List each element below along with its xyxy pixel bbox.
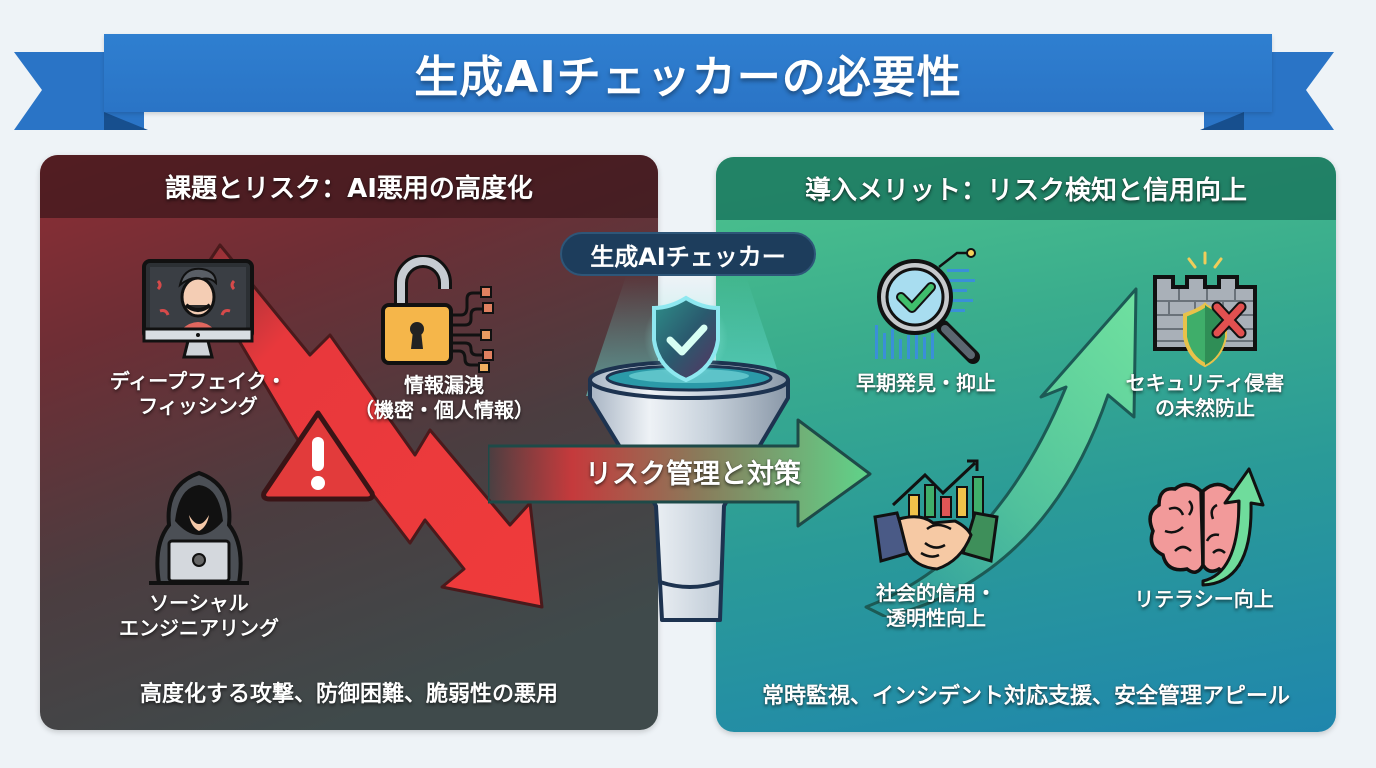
risk-panel-footer: 高度化する攻撃、防御困難、脆弱性の悪用 [139,682,558,707]
benefit-item-label: 早期発見・抑止 [856,371,996,395]
risk-item-label: ディープフェイク・ フィッシング [109,369,287,418]
benefit-item-label: セキュリティ侵害 の未然防止 [1125,371,1285,420]
title-ribbon: 生成AIチェッカーの必要性 [104,34,1272,112]
risk-panel-header: 課題とリスク：AI悪用の高度化 [40,155,658,218]
magnifier-check-icon [875,248,980,364]
page-title: 生成AIチェッカーの必要性 [414,52,962,103]
benefit-item-breach-prevention: セキュリティ侵害 の未然防止 [1100,245,1310,421]
flow-arrow-label: リスク管理と対策 [585,459,801,490]
risk-item-label: ソーシャル エンジニアリング [119,591,279,640]
risk-item-label: 情報漏洩 （機密・個人情報） [354,373,534,422]
benefit-item-social-trust: 社会的信用・ 透明性向上 [836,457,1036,631]
brain-up-arrow-icon [1148,467,1265,587]
warning-triangle-icon [261,410,375,502]
risk-management-flow-arrow [488,418,872,528]
risk-item-data-leak: 情報漏洩 （機密・個人情報） [344,255,544,423]
benefit-item-early-detection: 早期発見・抑止 [836,245,1016,396]
shield-check-icon [644,295,728,383]
risk-item-social-engineering: ソーシャル エンジニアリング [84,465,314,641]
deepfake-monitor-icon [142,259,254,359]
benefit-panel-header: 導入メリット：リスク検知と信用向上 [716,157,1336,220]
checker-badge: 生成AIチェッカー [560,232,816,276]
handshake-growth-icon [873,459,999,571]
benefit-item-literacy: リテラシー向上 [1114,461,1294,612]
benefit-item-label: リテラシー向上 [1134,587,1274,611]
hooded-hacker-icon [149,470,249,585]
firewall-shield-icon [1153,251,1257,368]
risk-item-deepfake: ディープフェイク・ フィッシング [88,255,308,419]
benefit-item-label: 社会的信用・ 透明性向上 [876,581,996,630]
leaking-padlock-icon [381,255,494,373]
benefit-panel-footer: 常時監視、インシデント対応支援、安全管理アピール [761,684,1290,709]
risk-panel: 課題とリスク：AI悪用の高度化 ディ [40,155,658,730]
